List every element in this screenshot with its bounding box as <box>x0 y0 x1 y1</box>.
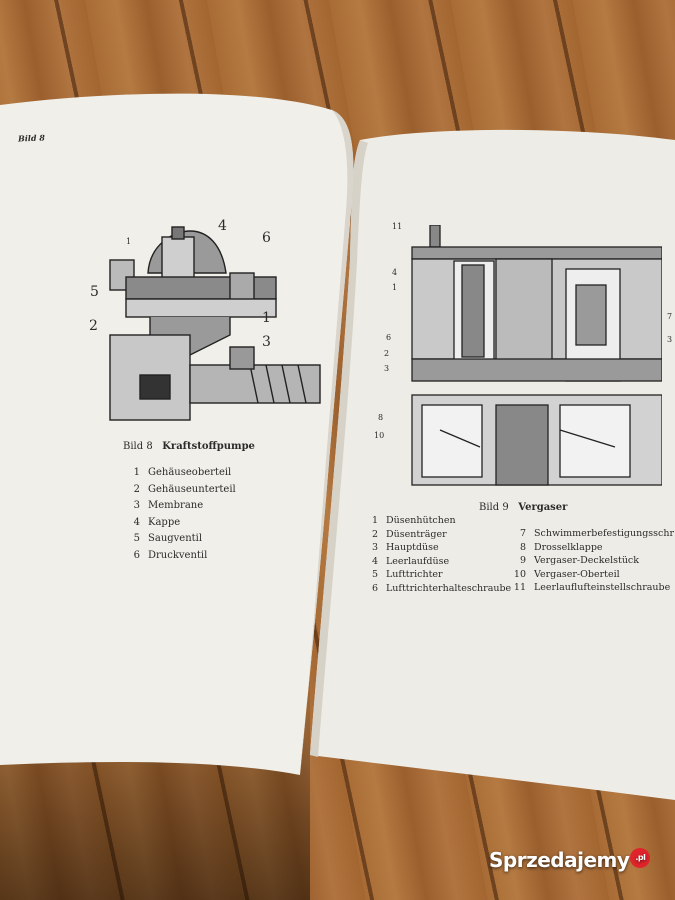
sprzedajemy-watermark: Sprzedajemy.pl <box>489 848 651 872</box>
callout-4: 4 <box>218 218 227 234</box>
carb-callout-2: 2 <box>384 349 390 358</box>
callout-2: 2 <box>89 318 98 334</box>
caption-prefix: Bild 8 <box>123 441 153 452</box>
carburetor-illustration <box>411 225 662 486</box>
carb-callout-7: 7 <box>667 312 673 321</box>
figure-caption-bild-8: Bild 8 Kraftstoffpumpe <box>123 441 255 452</box>
fuel-pump-illustration <box>109 226 321 421</box>
carb-callout-1: 1 <box>392 283 398 292</box>
carb-callout-8: 8 <box>378 413 384 422</box>
page-header: Bild 8 <box>17 132 45 144</box>
carb-callout-10: 10 <box>374 431 385 440</box>
figure-caption-bild-9: Bild 9 Vergaser <box>479 502 567 513</box>
caption-title: Vergaser <box>518 502 568 513</box>
caption-prefix: Bild 9 <box>479 502 509 513</box>
callout-3: 3 <box>262 334 271 350</box>
callout-1-left: 1 <box>126 237 132 246</box>
left-page <box>0 93 354 775</box>
carb-callout-4: 4 <box>392 268 398 277</box>
callout-1-right: 1 <box>262 310 271 326</box>
carb-callout-11: 11 <box>392 222 403 231</box>
carb-callout-3: 3 <box>384 364 390 373</box>
callout-5: 5 <box>90 284 99 300</box>
carb-callout-6: 6 <box>386 333 392 342</box>
watermark-brand: Sprzedajemy <box>489 848 630 872</box>
carb-callout-3-right: 3 <box>667 335 673 344</box>
callout-6: 6 <box>262 230 271 246</box>
watermark-badge: .pl <box>630 848 651 868</box>
caption-title: Kraftstoffpumpe <box>162 441 255 452</box>
